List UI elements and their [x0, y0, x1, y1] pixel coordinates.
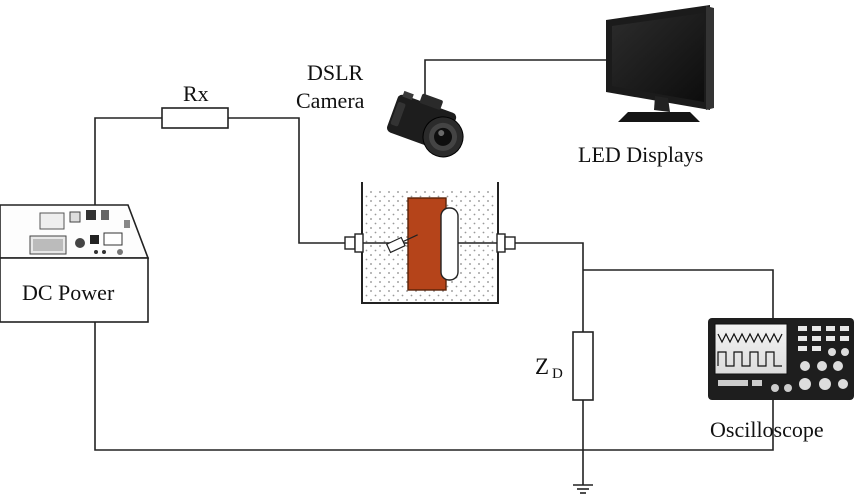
monitor-label: LED Displays [578, 142, 703, 167]
circuit-wires [94, 59, 774, 485]
dc-power-supply-icon [0, 204, 150, 323]
electrolytic-tank [344, 182, 516, 304]
power-label: DC Power [22, 280, 115, 305]
camera-label-line1: DSLR [307, 60, 364, 85]
oscilloscope-icon [708, 318, 854, 400]
resistor-rx [161, 107, 229, 129]
resistor-label: Rx [183, 81, 209, 106]
electrode [407, 197, 447, 291]
ground-symbol-icon [573, 484, 593, 494]
dslr-camera-icon [387, 90, 464, 158]
led-monitor-icon [606, 5, 714, 122]
impedance-label: Z [535, 354, 549, 379]
counter-electrode [440, 207, 459, 281]
camera-label-line2: Camera [296, 88, 365, 113]
impedance-zd [572, 331, 594, 401]
scope-label: Oscilloscope [710, 417, 824, 442]
impedance-label-sub: D [552, 366, 563, 382]
